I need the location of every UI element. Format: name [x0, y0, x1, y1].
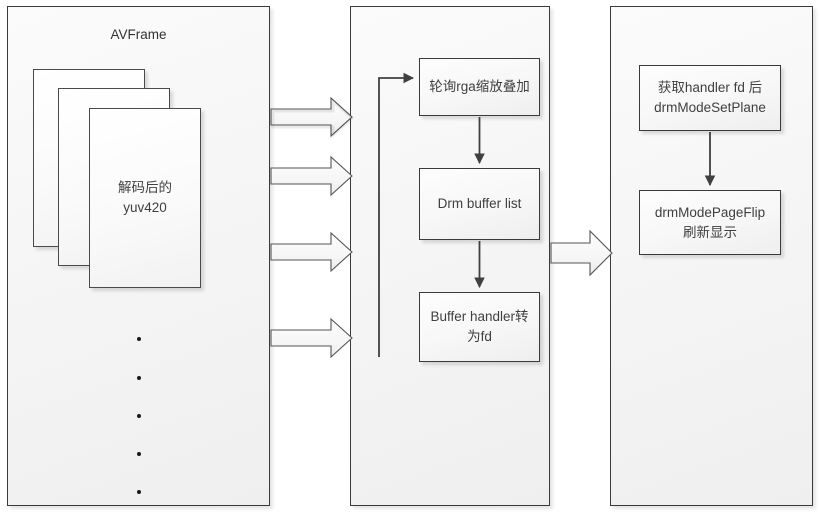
feedback-loop-arrow — [378, 72, 415, 357]
node-buffer-handler-to-fd-label-line1: Buffer handler转 — [430, 309, 529, 325]
avframe-column-title: AVFrame — [110, 27, 167, 42]
block-arrow-rga-to-drm — [550, 229, 613, 277]
node-drm-mode-page-flip-label-line2: 刷新显示 — [683, 224, 737, 240]
avframe-card-label-line1: 解码后的 — [118, 179, 172, 195]
node-buffer-handler-to-fd[interactable]: Buffer handler转 为fd — [419, 292, 540, 362]
node-poll-rga-scale-overlay-label: 轮询rga缩放叠加 — [429, 79, 530, 95]
node-drm-buffer-list[interactable]: Drm buffer list — [419, 168, 540, 240]
node-buffer-handler-to-fd-label-line2: 为fd — [467, 329, 492, 344]
avframe-card-front: 解码后的 yuv420 — [89, 108, 201, 288]
block-arrow-avframe-to-rga-1 — [270, 96, 355, 139]
ellipsis-dot-1 — [137, 337, 141, 341]
block-arrow-avframe-to-rga-3 — [270, 231, 353, 273]
ellipsis-dot-2 — [137, 376, 141, 380]
avframe-card-label-line2: yuv420 — [123, 200, 167, 215]
node-get-handler-fd-setplane-label-line1: 获取handler fd 后 — [657, 80, 763, 96]
ellipsis-dot-5 — [137, 490, 141, 494]
node-get-handler-fd-setplane[interactable]: 获取handler fd 后 drmModeSetPlane — [639, 65, 781, 131]
ellipsis-dot-4 — [137, 452, 141, 456]
ellipsis-dot-3 — [137, 414, 141, 418]
block-arrow-avframe-to-rga-2 — [270, 155, 353, 197]
node-drm-mode-page-flip[interactable]: drmModePageFlip 刷新显示 — [639, 190, 781, 255]
node-drm-buffer-list-label: Drm buffer list — [437, 196, 522, 212]
node-get-handler-fd-setplane-label-line2: drmModeSetPlane — [654, 100, 766, 115]
node-poll-rga-scale-overlay[interactable]: 轮询rga缩放叠加 — [419, 58, 540, 116]
node-drm-mode-page-flip-label-line1: drmModePageFlip — [654, 204, 766, 220]
block-arrow-avframe-to-rga-4 — [270, 317, 353, 359]
